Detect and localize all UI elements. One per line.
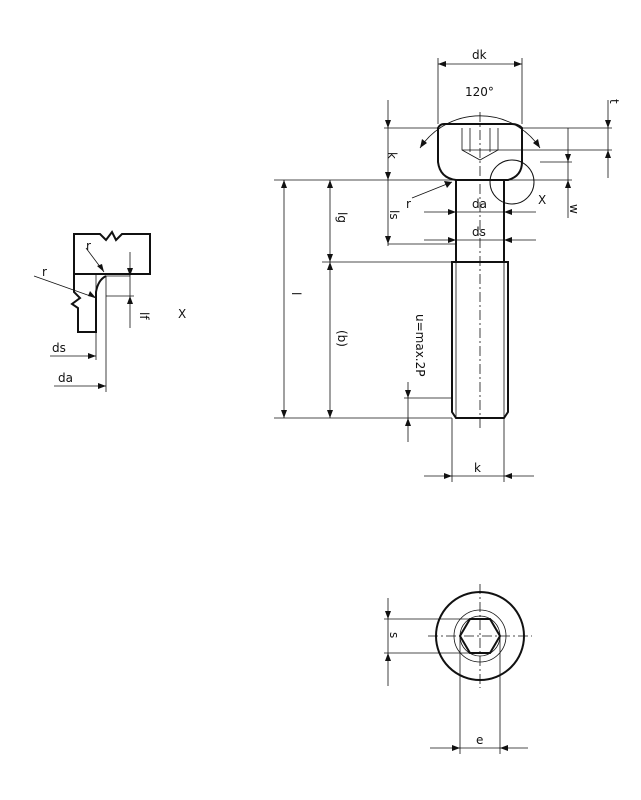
lg-label: lg xyxy=(335,212,349,223)
socket-recess xyxy=(461,128,499,161)
da-main-label: da xyxy=(472,197,487,211)
detail-view-label: X xyxy=(178,307,186,321)
thread-outline xyxy=(451,261,509,419)
detail-shank-outline xyxy=(70,274,107,333)
k-bottom-label: k xyxy=(474,461,481,475)
dk-label: dk xyxy=(472,48,487,62)
r-detail-top-label: r xyxy=(86,239,91,253)
u-label: u=max.2P xyxy=(413,314,427,377)
l-label: l xyxy=(289,292,303,295)
ds-detail-label: ds xyxy=(52,341,66,355)
w-label: w xyxy=(567,204,581,214)
ds-main-label: ds xyxy=(472,225,486,239)
detail-x-view: lf r r ds da xyxy=(33,230,151,392)
chamfer-circle xyxy=(453,609,507,663)
k-head-label: k xyxy=(385,152,399,159)
t-label: t xyxy=(607,99,621,104)
s-label: s xyxy=(387,632,401,638)
angle-label: 120° xyxy=(465,85,494,99)
screw-side-view: X dk 120° t w k xyxy=(274,48,621,482)
da-detail-label: da xyxy=(58,371,73,385)
r-main-label: r xyxy=(406,197,411,211)
angle-arc xyxy=(419,115,541,149)
e-label: e xyxy=(476,733,483,747)
b-label: (b) xyxy=(335,330,349,347)
detail-x-circle xyxy=(489,159,535,205)
screw-top-view: s e xyxy=(384,584,532,754)
detail-x-marker: X xyxy=(538,193,546,207)
detail-head-outline xyxy=(73,230,151,275)
lf-label: lf xyxy=(137,312,151,320)
r-detail-left-label: r xyxy=(42,265,47,279)
r-leader xyxy=(411,181,453,199)
ls-label: ls xyxy=(387,210,401,220)
